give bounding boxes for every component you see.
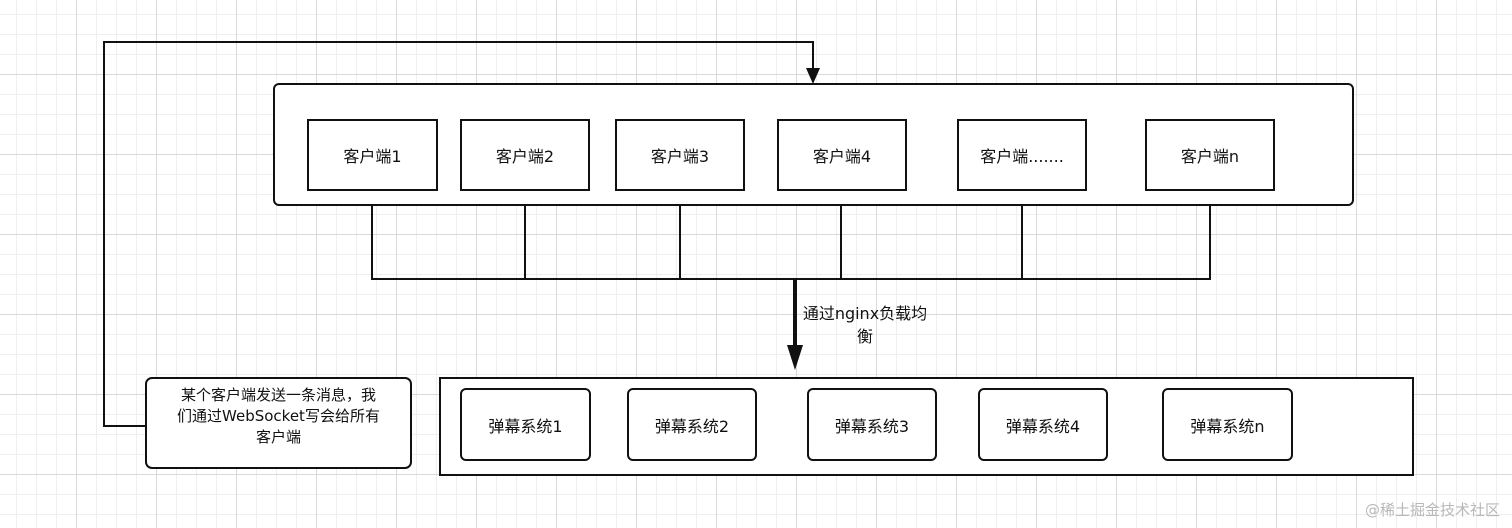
note-line-3: 客户端	[255, 428, 301, 446]
client-label: 客户端2	[495, 147, 555, 166]
feedback-arrowhead	[806, 68, 820, 84]
client-label: 客户端3	[650, 147, 710, 166]
server-box-1: 弹幕系统1	[460, 388, 591, 461]
server-box-2: 弹幕系统2	[627, 388, 757, 461]
server-label: 弹幕系统2	[654, 416, 730, 436]
watermark: @稀土掘金技术社区	[1364, 501, 1500, 519]
client-box-2: 客户端2	[460, 119, 590, 191]
load-balance-label-line1: 通过nginx负载均	[802, 304, 928, 323]
server-label: 弹幕系统1	[488, 416, 563, 436]
note-line-2: 们通过WebSocket写会给所有	[177, 407, 380, 425]
client-box-5: 客户端.......	[957, 119, 1087, 191]
note-line-1: 某个客户端发送一条消息，我	[180, 386, 376, 404]
server-box-n: 弹幕系统n	[1162, 388, 1293, 461]
load-balance-label-line2: 衡	[856, 327, 873, 346]
load-balance-arrowhead	[787, 345, 803, 370]
server-box-4: 弹幕系统4	[978, 388, 1108, 461]
client-box-3: 客户端3	[615, 119, 745, 191]
broadcast-note: 某个客户端发送一条消息，我 们通过WebSocket写会给所有 客户端	[145, 377, 412, 469]
client-box-n: 客户端n	[1145, 119, 1275, 191]
server-label: 弹幕系统n	[1190, 416, 1265, 436]
client-label: 客户端.......	[980, 147, 1064, 166]
client-box-4: 客户端4	[777, 119, 907, 191]
client-label: 客户端n	[1180, 147, 1240, 166]
client-box-1: 客户端1	[307, 119, 438, 191]
load-balance-label: 通过nginx负载均 衡	[796, 302, 934, 348]
feedback-arrow	[103, 41, 814, 427]
server-label: 弹幕系统3	[834, 416, 910, 436]
server-box-3: 弹幕系统3	[807, 388, 937, 461]
server-label: 弹幕系统4	[1005, 416, 1081, 436]
client-label: 客户端4	[812, 147, 872, 166]
client-label: 客户端1	[343, 147, 402, 166]
